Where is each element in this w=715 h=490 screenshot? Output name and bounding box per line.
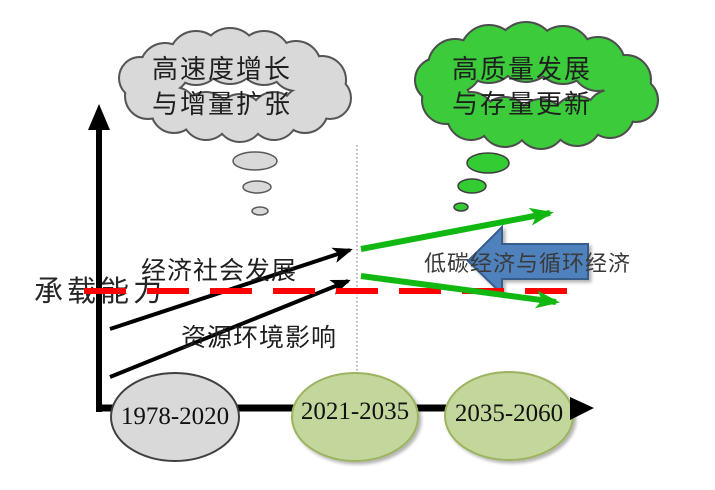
cloud-future-line1: 高质量发展 (451, 55, 592, 84)
low-carbon-label: 低碳经济与循环经济 (424, 251, 632, 276)
cloud-past-line1: 高速度增长 (151, 55, 292, 84)
cloud-past-text: 高速度增长 与增量扩张 (122, 52, 322, 122)
x-axis-arrowhead (570, 397, 594, 420)
period-ellipse-1978-2020 (110, 372, 240, 462)
green-impact-down-arrow (360, 273, 560, 309)
green-economy-up-arrow (360, 207, 554, 252)
economy-growth-label: 经济社会发展 (141, 258, 298, 285)
cloud-future-text: 高质量发展 与存量更新 (422, 52, 622, 122)
environment-impact-arrow (109, 279, 351, 379)
period-label-2035-2060: 2035-2060 (454, 400, 564, 427)
cloud-future-line2: 与存量更新 (451, 90, 592, 119)
environment-impact-label: 资源环境影响 (181, 325, 338, 352)
cloud-past-line2: 与增量扩张 (151, 90, 292, 119)
period-label-2021-2035: 2021-2035 (300, 398, 410, 425)
y-axis-arrowhead (88, 104, 110, 130)
thought-bubbles-future (453, 152, 510, 212)
period-ellipse-2021-2035 (291, 372, 419, 462)
period-label-1978-2020: 1978-2020 (120, 403, 230, 430)
thought-bubbles-past (232, 151, 278, 216)
y-axis (88, 104, 110, 412)
